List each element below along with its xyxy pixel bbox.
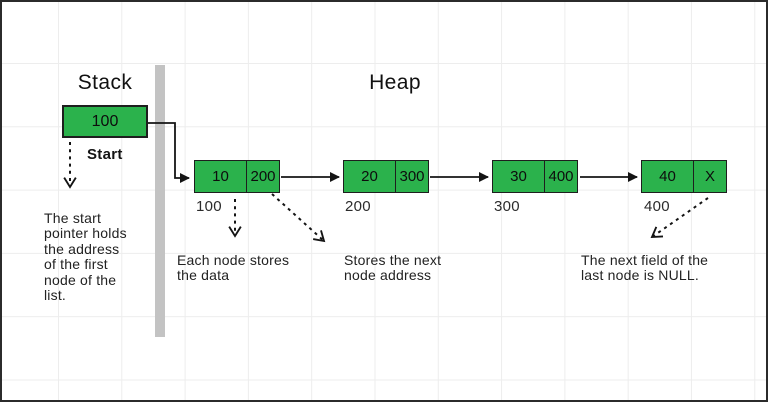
heap-section-title: Heap (369, 71, 421, 94)
stack-section-title: Stack (77, 71, 133, 94)
node-1-address-label: 100 (196, 198, 222, 215)
stack-pointer-box: 100 (62, 105, 148, 138)
next-address-dotted-arrow (271, 193, 326, 243)
node-4-data-cell: 40 (642, 161, 694, 192)
next-address-note: Stores the next node address (344, 252, 442, 284)
node-3-next-cell: 400 (548, 168, 574, 185)
list-node-1: 10 200 (194, 160, 280, 193)
null-field-note: The next field of the last node is NULL. (581, 252, 709, 284)
node-3-address-label: 300 (494, 198, 520, 215)
list-node-4: 40 X (641, 160, 727, 193)
node-3-data-cell: 30 (493, 161, 545, 192)
node-2-address-label: 200 (345, 198, 371, 215)
node-data-note: Each node stores the data (177, 252, 290, 284)
start-pointer-note: The start pointer holds the address of t… (44, 210, 127, 304)
node-4-address-label: 400 (644, 198, 670, 215)
node-2-next-cell: 300 (399, 168, 425, 185)
node-1-next-cell: 200 (250, 168, 276, 185)
list-node-3: 30 400 (492, 160, 578, 193)
start-pointer-label: Start (87, 146, 123, 163)
node-1-data-cell: 10 (195, 161, 247, 192)
list-node-2: 20 300 (343, 160, 429, 193)
stack-heap-divider-bar (155, 65, 165, 337)
stack-pointer-value: 100 (91, 112, 119, 130)
node-2-data-cell: 20 (344, 161, 396, 192)
node-4-null-cell: X (704, 168, 715, 185)
